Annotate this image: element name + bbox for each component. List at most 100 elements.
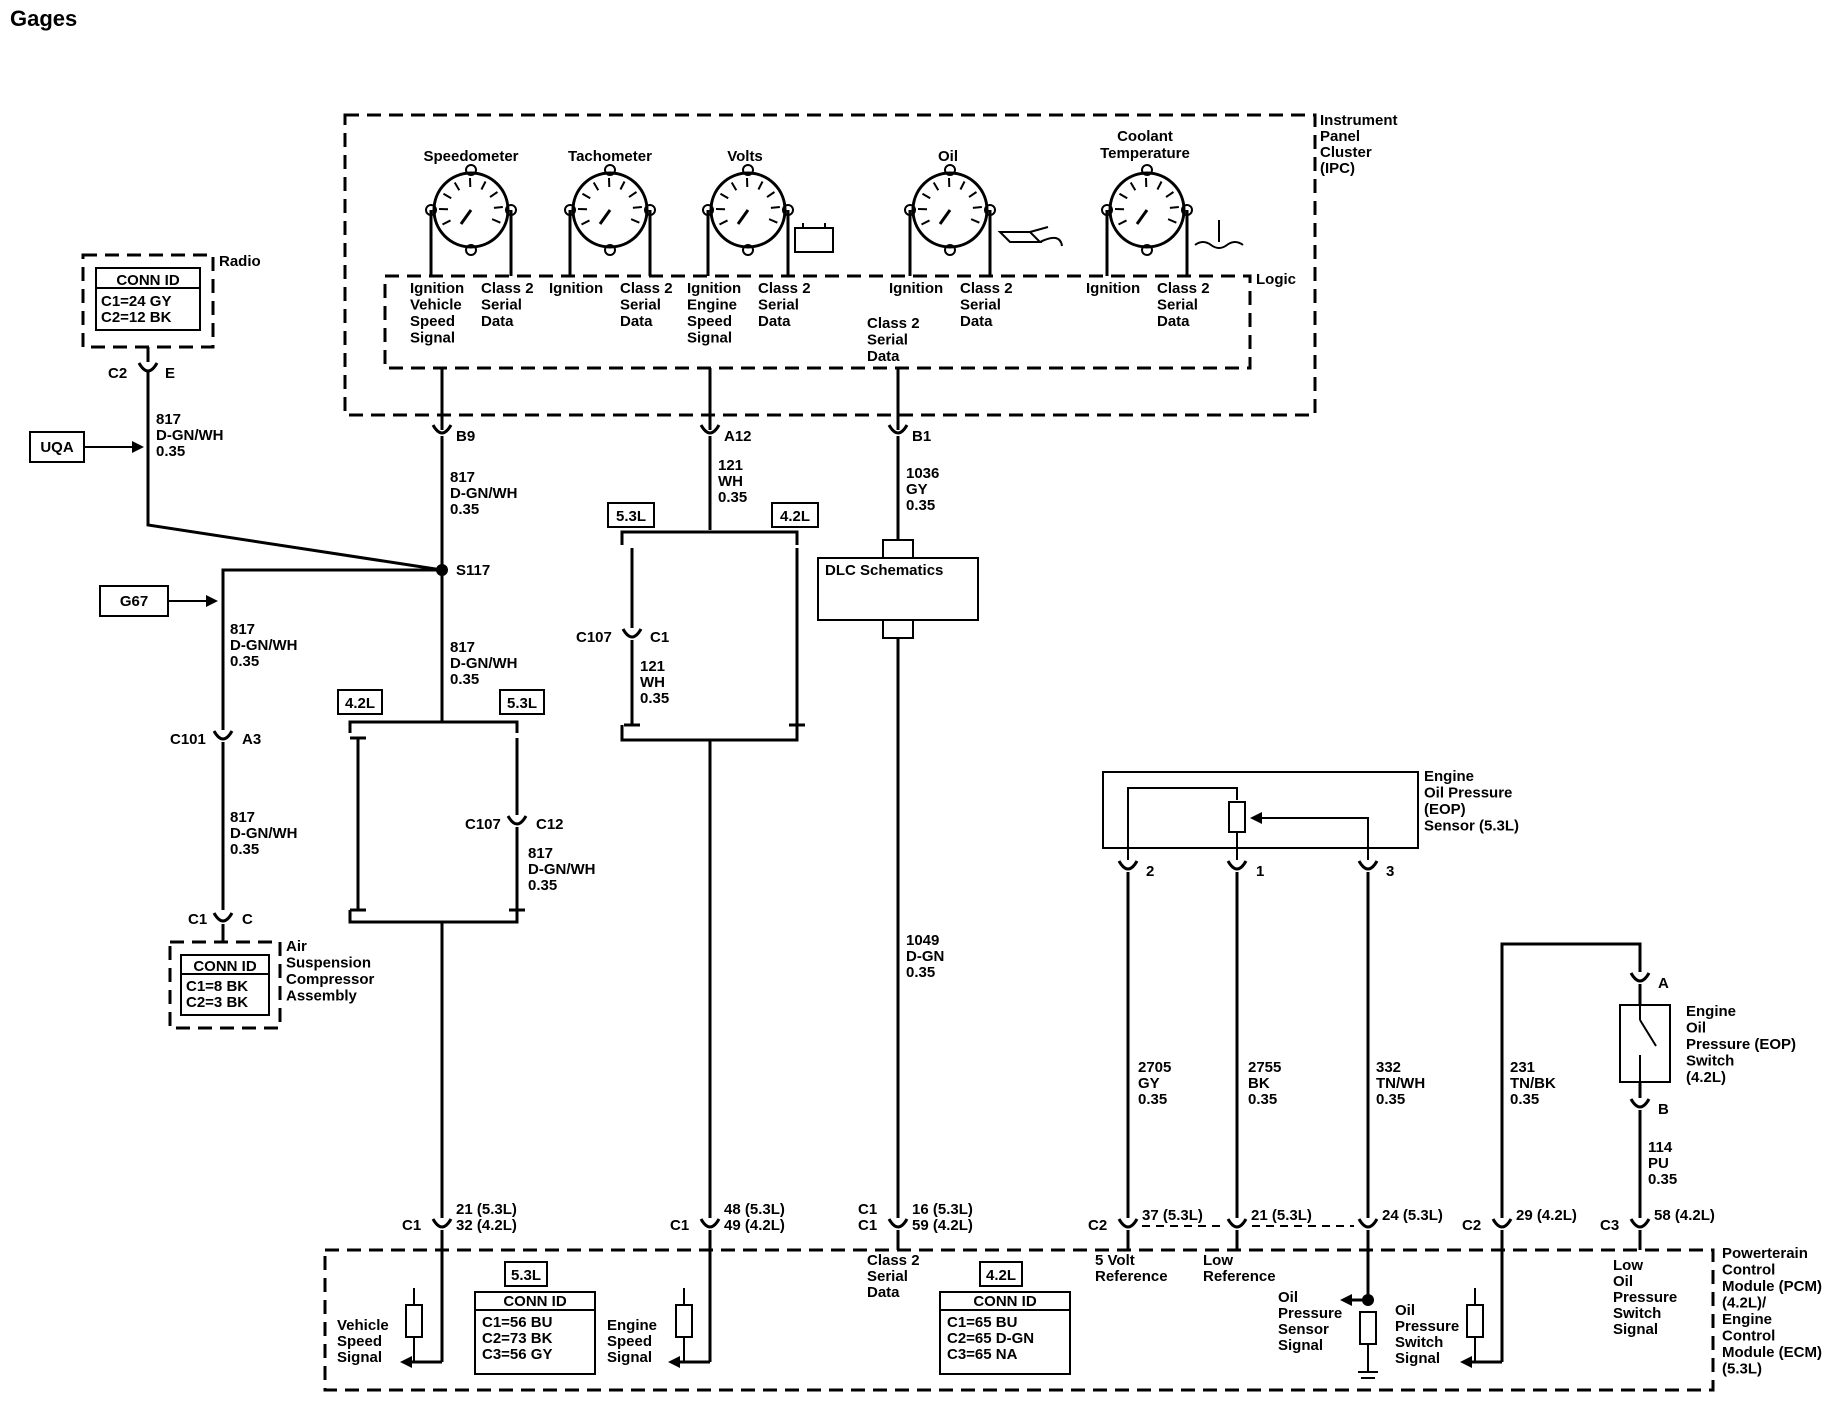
class2-center-label: Class 2 <box>867 315 920 332</box>
ipc-name: Instrument <box>1320 112 1398 129</box>
wire-label: 2705 <box>1138 1059 1171 1076</box>
air-conn-id-title: CONN ID <box>193 958 257 975</box>
wire-label: 0.35 <box>450 671 479 688</box>
air-conn-id-line: C1=8 BK <box>186 978 248 995</box>
gauge-0-post <box>465 244 477 256</box>
wire-label: TN/WH <box>1376 1075 1425 1092</box>
gauge-4-tick <box>1167 218 1177 224</box>
pin-b9: B9 <box>456 428 475 445</box>
gauge-3-tick <box>968 191 978 198</box>
eop-sensor-internal <box>1127 787 1238 860</box>
wire-label: 0.35 <box>718 489 747 506</box>
connector-pcm <box>1629 1218 1651 1229</box>
dlc-stub <box>882 539 914 559</box>
connector-c1-label: C1 <box>188 911 207 928</box>
wire-label: 121 <box>640 658 665 675</box>
wire-label: D-GN/WH <box>230 637 298 654</box>
wire-label: 0.35 <box>450 501 479 518</box>
eop-sensor-label: (EOP) <box>1424 801 1466 818</box>
gauge-0-tick <box>493 205 503 209</box>
option-bracket <box>620 725 799 742</box>
gauge-left-label: Ignition <box>1086 280 1140 297</box>
gauge-4-tick <box>1118 219 1127 226</box>
wire-label: D-GN/WH <box>528 861 596 878</box>
conn-id-title: CONN ID <box>973 1293 1037 1310</box>
conn-id-line: C2=65 D-GN <box>947 1330 1034 1347</box>
wire-label: 0.35 <box>1510 1091 1539 1108</box>
gauge-right-label: Data <box>960 313 993 330</box>
pcm-signal-label: Switch <box>1395 1334 1443 1351</box>
gauge-4-post <box>1141 244 1153 256</box>
pin-a12: A12 <box>724 428 752 445</box>
connector-pcm <box>699 1218 721 1229</box>
wire-label: PU <box>1648 1155 1669 1172</box>
pcm-signal-label: Signal <box>1278 1337 1323 1354</box>
eop-sensor-internal <box>1252 817 1369 860</box>
connector-eop-2 <box>1117 860 1139 871</box>
gauge-4-tick <box>1118 192 1128 200</box>
gauge-3-tick <box>932 181 940 191</box>
gauge-4-tick <box>1165 191 1175 198</box>
gauge-3-dial <box>911 171 989 249</box>
gauge-right-label: Class 2 <box>620 280 673 297</box>
gauge-0-tick <box>489 191 499 198</box>
radio-pin: E <box>165 365 175 382</box>
pcm-pin-label: 21 (5.3L) <box>1251 1207 1312 1224</box>
gauge-right-label: Class 2 <box>758 280 811 297</box>
pcm-pin-label: 21 (5.3L) <box>456 1201 517 1218</box>
pcm-signal-label: Oil <box>1278 1289 1298 1306</box>
gauge-1-tick <box>630 218 640 224</box>
conn-id-line: C1=65 BU <box>947 1314 1017 1331</box>
pin-a3: A3 <box>242 731 261 748</box>
ipc-name: (IPC) <box>1320 160 1355 177</box>
gauge-left-label: Speed <box>410 313 455 330</box>
gauge-title: Speedometer <box>423 148 518 165</box>
gauge-right-label: Serial <box>758 297 799 314</box>
wire-label: 0.35 <box>1376 1091 1405 1108</box>
eop-sensor-resistor <box>1228 801 1246 833</box>
gauge-4 <box>1101 164 1193 276</box>
option-uqa <box>29 431 85 463</box>
pcm-name: Control <box>1722 1328 1775 1345</box>
gauge-2-dial <box>709 171 787 249</box>
gauge-0-tick <box>480 181 487 190</box>
eop-switch-label: Oil <box>1686 1020 1706 1037</box>
connector-eps-b <box>1629 1098 1651 1109</box>
gauge-right-label: Serial <box>960 297 1001 314</box>
gauge-3-tick <box>972 205 982 209</box>
dlc-box <box>817 557 979 621</box>
connector-c107-label: C107 <box>576 629 612 646</box>
wire-label: TN/BK <box>1510 1075 1556 1092</box>
pcm-connector-label: C2 <box>1462 1217 1481 1234</box>
gauge-2-tick <box>719 219 728 226</box>
pcm-connector-label: C1 <box>402 1217 421 1234</box>
gauge-2-tick <box>719 192 729 200</box>
wire-label: 0.35 <box>156 443 185 460</box>
connector-eop-1 <box>1226 860 1248 871</box>
gauge-1-tick <box>581 192 591 200</box>
conn-id-5-3l <box>474 1291 596 1375</box>
connector-eop-3 <box>1357 860 1379 871</box>
option-4-2l-label: 4.2L <box>345 695 375 712</box>
pcm-name: Module (ECM) <box>1722 1344 1822 1361</box>
wire-label: D-GN <box>906 948 944 965</box>
connector-pcm <box>1117 1218 1139 1229</box>
wire-label: 817 <box>528 845 553 862</box>
wire-label: 0.35 <box>528 877 557 894</box>
pin-1: 1 <box>1256 863 1264 880</box>
pin-b: B <box>1658 1101 1669 1118</box>
pcm-signal-label: Low <box>1613 1257 1643 1274</box>
gauge-1 <box>564 164 656 276</box>
wire-label: 121 <box>718 457 743 474</box>
eop-sensor-label: Engine <box>1424 768 1474 785</box>
conn-id-line: C1=56 BU <box>482 1314 552 1331</box>
gauge-4-dial <box>1108 171 1186 249</box>
page-title: Gages <box>10 6 77 31</box>
connector-pcm <box>1357 1218 1379 1229</box>
gauge-4-tick <box>1169 205 1179 209</box>
gauge-left-label: Engine <box>687 297 737 314</box>
pcm-pin-label: 29 (4.2L) <box>1516 1207 1577 1224</box>
gauge-0-needle <box>459 209 473 225</box>
pcm-name: Module (PCM) <box>1722 1278 1822 1295</box>
option-g67 <box>99 585 169 617</box>
